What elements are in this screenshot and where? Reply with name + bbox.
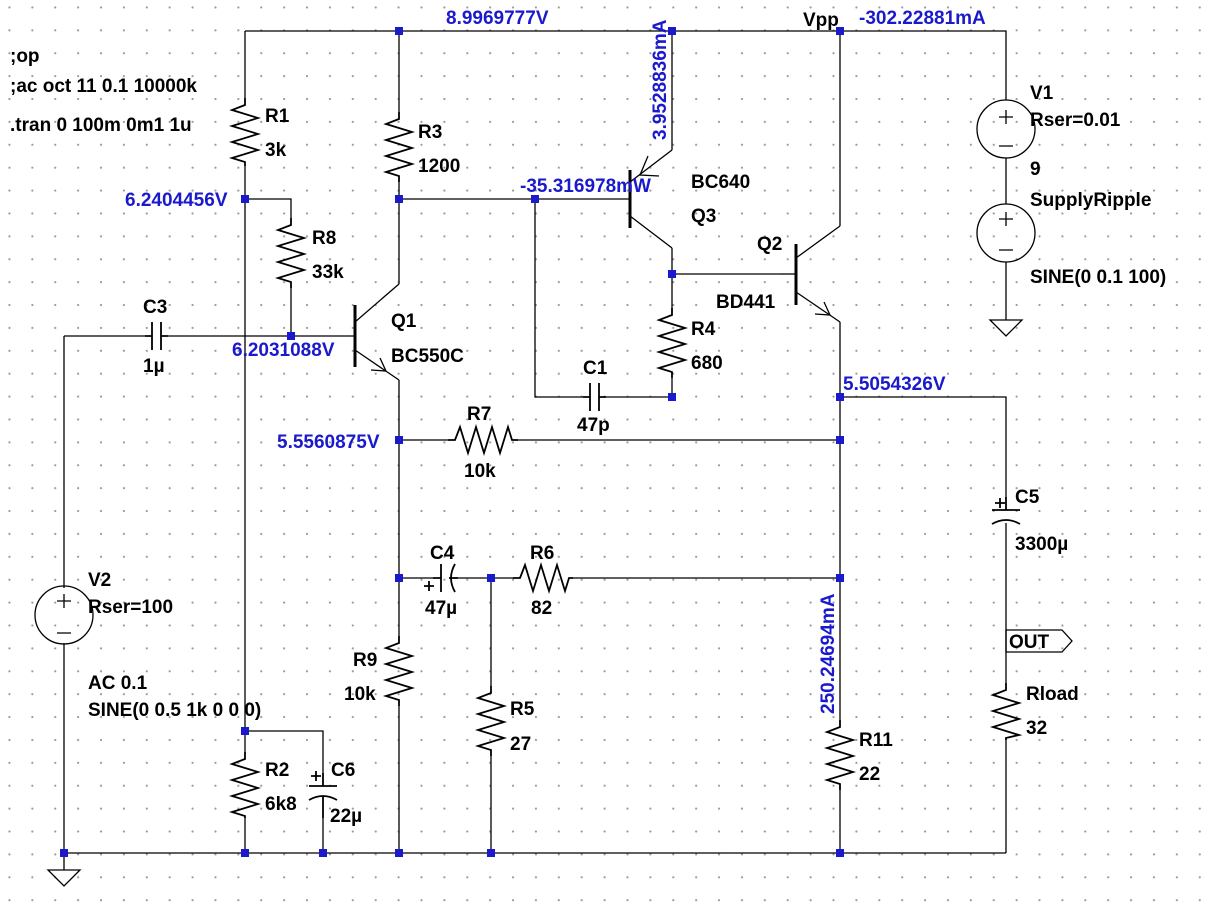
supply-ripple-value: SINE(0 0.1 100) — [1030, 267, 1166, 288]
q1-model: BC550C — [391, 346, 464, 367]
r1-value: 3k — [265, 140, 287, 161]
readout-q1-base-voltage: 6.2031088V — [232, 340, 335, 361]
voltage-source-v2[interactable] — [34, 585, 94, 645]
c6-value: 22µ — [330, 806, 362, 827]
capacitor-c6[interactable] — [308, 771, 338, 818]
out-port-label: OUT — [1009, 632, 1050, 653]
r9-name: R9 — [353, 650, 377, 671]
readout-q1-emitter-voltage: 5.5560875V — [277, 432, 380, 453]
q2-name: Q2 — [757, 234, 782, 255]
r6-value: 82 — [531, 598, 552, 619]
q3-name: Q3 — [691, 206, 716, 227]
r9-value: 10k — [344, 684, 376, 705]
v1-name: V1 — [1030, 83, 1054, 104]
voltage-source-supply-ripple[interactable] — [976, 203, 1036, 263]
rload-name: Rload — [1026, 684, 1079, 705]
v2-param: Rser=100 — [88, 597, 173, 618]
r4-name: R4 — [691, 319, 716, 340]
resistor-r8[interactable] — [274, 218, 308, 288]
c5-value: 3300µ — [1015, 534, 1068, 555]
r5-value: 27 — [510, 734, 531, 755]
transistor-q1[interactable] — [353, 283, 400, 381]
readout-r11-current: 250.24694mA — [818, 593, 839, 714]
v2-sine: SINE(0 0.5 1k 0 0 0) — [88, 700, 261, 721]
wires — [63, 30, 1007, 870]
v1-param: Rser=0.01 — [1030, 110, 1121, 131]
r1-name: R1 — [265, 106, 290, 127]
ground-symbol — [988, 319, 1024, 337]
directive-ac[interactable]: ;ac oct 11 0.1 10000k — [10, 76, 197, 97]
v1-value: 9 — [1030, 159, 1041, 180]
transistor-q2[interactable] — [780, 225, 841, 323]
resistor-r5[interactable] — [474, 686, 508, 756]
resistor-r4[interactable] — [655, 308, 689, 378]
r11-value: 22 — [859, 764, 880, 785]
readout-q3-power: -35.316978mW — [520, 176, 651, 197]
c1-value: 47p — [577, 415, 610, 436]
resistor-r11[interactable] — [823, 720, 857, 790]
voltage-source-v1[interactable] — [976, 99, 1036, 159]
r2-value: 6k8 — [265, 794, 297, 815]
readout-output-node-voltage: 5.5054326V — [843, 374, 946, 395]
resistor-rload[interactable] — [989, 683, 1023, 740]
r3-name: R3 — [418, 122, 442, 143]
capacitor-c3[interactable] — [145, 322, 168, 350]
r5-name: R5 — [510, 699, 535, 720]
readout-vpp-current: -302.22881mA — [859, 8, 986, 29]
c6-name: C6 — [331, 760, 355, 781]
directive-op[interactable]: ;op — [10, 46, 40, 67]
ground-symbol — [46, 869, 82, 887]
c1-name: C1 — [583, 358, 608, 379]
r2-name: R2 — [265, 760, 289, 781]
r7-name: R7 — [467, 404, 491, 425]
resistor-r9[interactable] — [382, 636, 416, 706]
out-port[interactable]: OUT — [1005, 629, 1073, 653]
directive-tran[interactable]: .tran 0 100m 0m1 1u — [10, 115, 192, 136]
readout-vpp-voltage: 8.9969777V — [446, 8, 549, 29]
c3-name: C3 — [143, 297, 167, 318]
capacitor-c4[interactable] — [424, 563, 458, 593]
supply-ripple-name: SupplyRipple — [1030, 190, 1151, 211]
junction-dots — [60, 27, 844, 857]
capacitor-c5[interactable] — [991, 497, 1021, 525]
c4-value: 47µ — [425, 598, 457, 619]
resistor-r3[interactable] — [382, 112, 416, 182]
r4-value: 680 — [691, 353, 723, 374]
r7-value: 10k — [464, 461, 496, 482]
resistor-r2[interactable] — [228, 752, 262, 818]
c5-name: C5 — [1015, 487, 1040, 508]
resistor-r1[interactable] — [228, 98, 262, 166]
r8-name: R8 — [312, 228, 336, 249]
resistor-r6[interactable] — [513, 561, 573, 595]
v2-name: V2 — [88, 570, 111, 591]
q3-model: BC640 — [691, 172, 750, 193]
c4-name: C4 — [430, 543, 455, 564]
c3-value: 1µ — [143, 356, 165, 377]
r11-name: R11 — [859, 730, 893, 751]
v2-ac: AC 0.1 — [88, 673, 148, 694]
r6-name: R6 — [530, 543, 554, 564]
r3-value: 1200 — [418, 156, 460, 177]
resistor-r7[interactable] — [448, 423, 518, 457]
readout-q3-emitter-current: 3.9528836mA — [650, 19, 671, 140]
readout-r1-node-voltage: 6.2404456V — [125, 190, 228, 211]
rload-value: 32 — [1026, 718, 1047, 739]
r8-value: 33k — [312, 262, 344, 283]
transistor-q3[interactable] — [610, 149, 673, 249]
vpp-net-label: Vpp — [803, 10, 839, 31]
q2-model: BD441 — [716, 292, 776, 313]
q1-name: Q1 — [391, 311, 417, 332]
capacitor-c1[interactable] — [583, 383, 606, 411]
